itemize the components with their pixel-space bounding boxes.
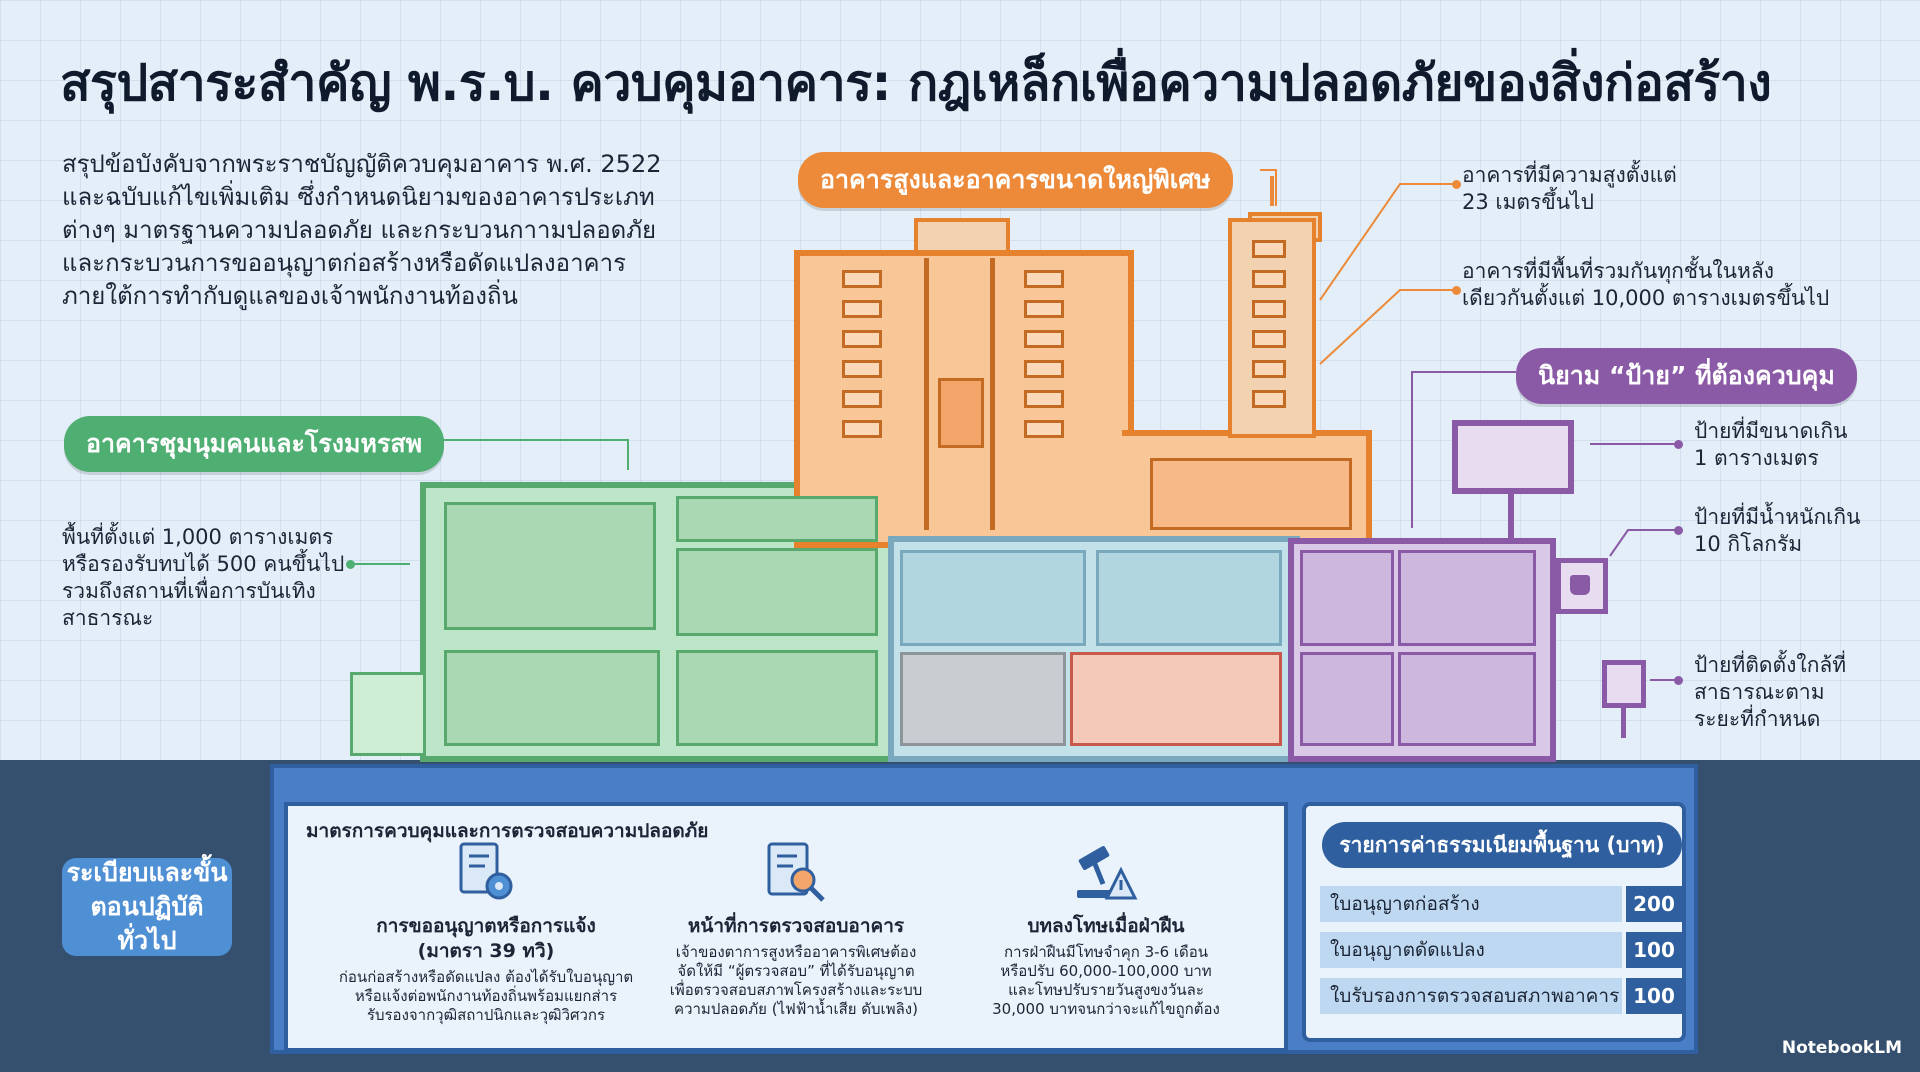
billboard-sign	[1452, 420, 1574, 494]
billboard-post	[1508, 488, 1514, 540]
intro-line: และกระบวนการขออนุญาตก่อสร้างหรือดัดแปลงอ…	[62, 249, 626, 277]
measure-penalty: บทลงโทษเมื่อฝ่าฝืน การฝ่าฝืนมีโทษจำคุก 3…	[946, 840, 1266, 1019]
sign-note-weight: ป้ายที่มีน้ำหนักเกิน 10 กิโลกรัม	[1694, 505, 1861, 556]
accessible-room	[1398, 652, 1536, 746]
gavel-warning-icon	[1073, 840, 1139, 906]
elevator-shaft-left	[924, 258, 929, 530]
high-rise-label: อาคารสูงและอาคารขนาดใหญ่พิเศษ	[798, 152, 1233, 208]
document-gear-icon	[453, 840, 519, 906]
safety-measures-title: มาตรการควบคุมและการตรวจสอบความปลอดภัย	[306, 820, 709, 842]
page-title: สรุปสาระสำคัญ พ.ร.บ. ควบคุมอาคาร: กฎเหล็…	[60, 54, 1772, 112]
service-room	[1398, 550, 1536, 646]
connector-dot	[346, 560, 355, 569]
fees-title: รายการค่าธรรมเนียมพื้นฐาน (บาท)	[1322, 822, 1682, 868]
procedures-label: ระเบียบและขั้น ตอนปฏิบัติทั่วไป	[62, 858, 232, 956]
measure-inspection: หน้าที่การตรวจสอบอาคาร เจ้าของตาการสูงหร…	[636, 840, 956, 1019]
intro-line: ภายใต้การทำกับดูแลของเจ้าพนักงานท้องถิ่น	[62, 282, 518, 310]
intro-text: สรุปข้อบังคับจากพระราชบัญญัติควบคุมอาคาร…	[62, 148, 702, 313]
connector-dot	[1452, 180, 1461, 189]
measure-permit: การขออนุญาตหรือการแจ้ง (มาตรา 39 ทวิ) ก่…	[326, 840, 646, 1025]
control-room	[1096, 550, 1282, 646]
high-rise-note-height: อาคารที่มีความสูงตั้งแต่ 23 เมตรขึ้นไป	[1462, 163, 1677, 214]
signs-label: นิยาม “ป้าย” ที่ต้องควบคุม	[1516, 348, 1857, 404]
connector-dot	[1674, 440, 1683, 449]
high-rise-note-area: อาคารที่มีพื้นที่รวมกันทุกชั้นในหลัง เดี…	[1462, 259, 1830, 310]
fee-row: ใบอนุญาตดัดแปลง 100	[1320, 932, 1682, 968]
assembly-label: อาคารชุมนุมคนและโรงมหรสพ	[64, 416, 445, 472]
intro-line: สรุปข้อบังคับจากพระราชบัญญัติควบคุมอาคาร…	[62, 150, 662, 178]
ground-floor-lounge	[444, 650, 660, 746]
assembly-note: พื้นที่ตั้งแต่ 1,000 ตารางเมตร หรือรองรั…	[62, 525, 345, 630]
office-room	[676, 496, 878, 542]
connector-line	[1270, 176, 1274, 206]
connector-dot	[1674, 676, 1683, 685]
sign-note-size: ป้ายที่มีขนาดเกิน 1 ตารางเมตร	[1694, 419, 1848, 470]
weight-icon	[1556, 558, 1608, 614]
connector-dot	[1452, 286, 1461, 295]
elevator-shaft-right	[990, 258, 995, 530]
intro-line: และฉบับแก้ไขเพิ่มเติม ซึ่งกำหนดนิยามของอ…	[62, 183, 655, 211]
restroom	[1300, 550, 1394, 646]
sign-note-location: ป้ายที่ติดตั้งใกล้ที่ สาธารณะตาม ระยะที่…	[1694, 653, 1847, 731]
brand-watermark: NotebookLM	[1781, 1038, 1902, 1058]
elevator-car	[938, 378, 984, 448]
roadside-sign	[1602, 660, 1646, 708]
connector-dot	[1674, 526, 1683, 535]
intro-line: ต่างๆ มาตรฐานความปลอดภัย และกระบวนกาามปล…	[62, 216, 657, 244]
roadside-sign-post	[1621, 708, 1626, 738]
fire-equipment-room	[1070, 652, 1282, 746]
fee-row: ใบอนุญาตก่อสร้าง 200	[1320, 886, 1682, 922]
restroom-lower	[1300, 652, 1394, 746]
auditorium-hall	[1150, 458, 1352, 530]
machine-room	[900, 652, 1066, 746]
lobby-room	[676, 650, 878, 746]
entrance-porch	[350, 672, 426, 756]
audience-hall	[676, 548, 878, 636]
inspection-magnifier-icon	[763, 840, 829, 906]
theater-stage	[444, 502, 656, 630]
fee-row: ใบรับรองการตรวจสอบสภาพอาคาร 100	[1320, 978, 1682, 1014]
server-room	[900, 550, 1086, 646]
